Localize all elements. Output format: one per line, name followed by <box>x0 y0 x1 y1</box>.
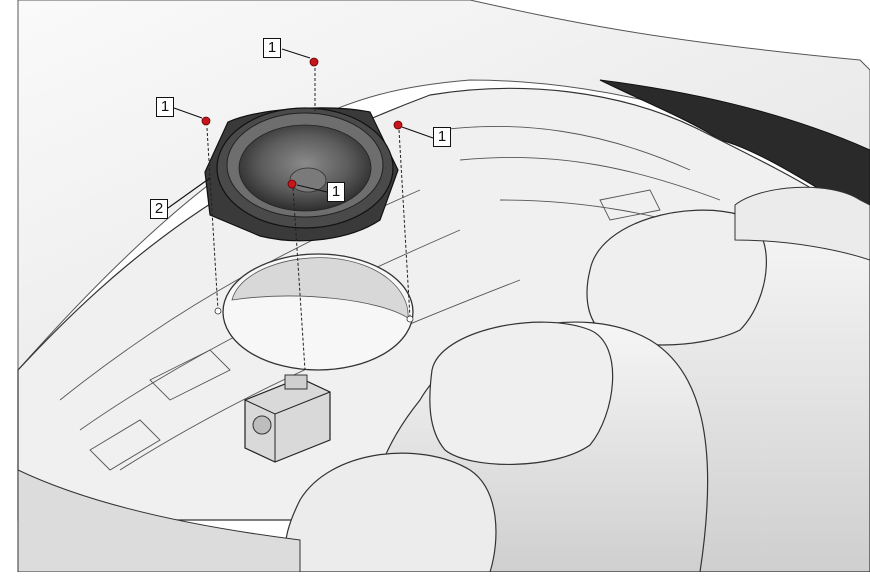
callout-1-left: 1 <box>156 97 174 117</box>
callout-2-bracket: 2 <box>150 199 168 219</box>
parcel-shelf-panel <box>17 87 831 521</box>
callout-leaders <box>167 48 434 209</box>
hole-left <box>214 307 222 315</box>
screw-head-right <box>393 120 403 130</box>
screw-head-center <box>287 179 297 189</box>
amplifier-module <box>244 374 331 463</box>
callout-1-top: 1 <box>263 38 281 58</box>
rear-seat-left <box>283 321 709 573</box>
screw-head-left <box>201 116 211 126</box>
callout-1-center: 1 <box>327 182 345 202</box>
hole-right <box>406 315 414 323</box>
screw-head-top <box>309 57 319 67</box>
fastener-guide-lines <box>206 68 411 371</box>
lower-body-trim <box>17 469 301 573</box>
speaker-dust-cap <box>289 167 327 193</box>
callout-1-right: 1 <box>433 127 451 147</box>
fasteners <box>201 57 414 323</box>
speaker-opening-depth <box>231 257 409 319</box>
